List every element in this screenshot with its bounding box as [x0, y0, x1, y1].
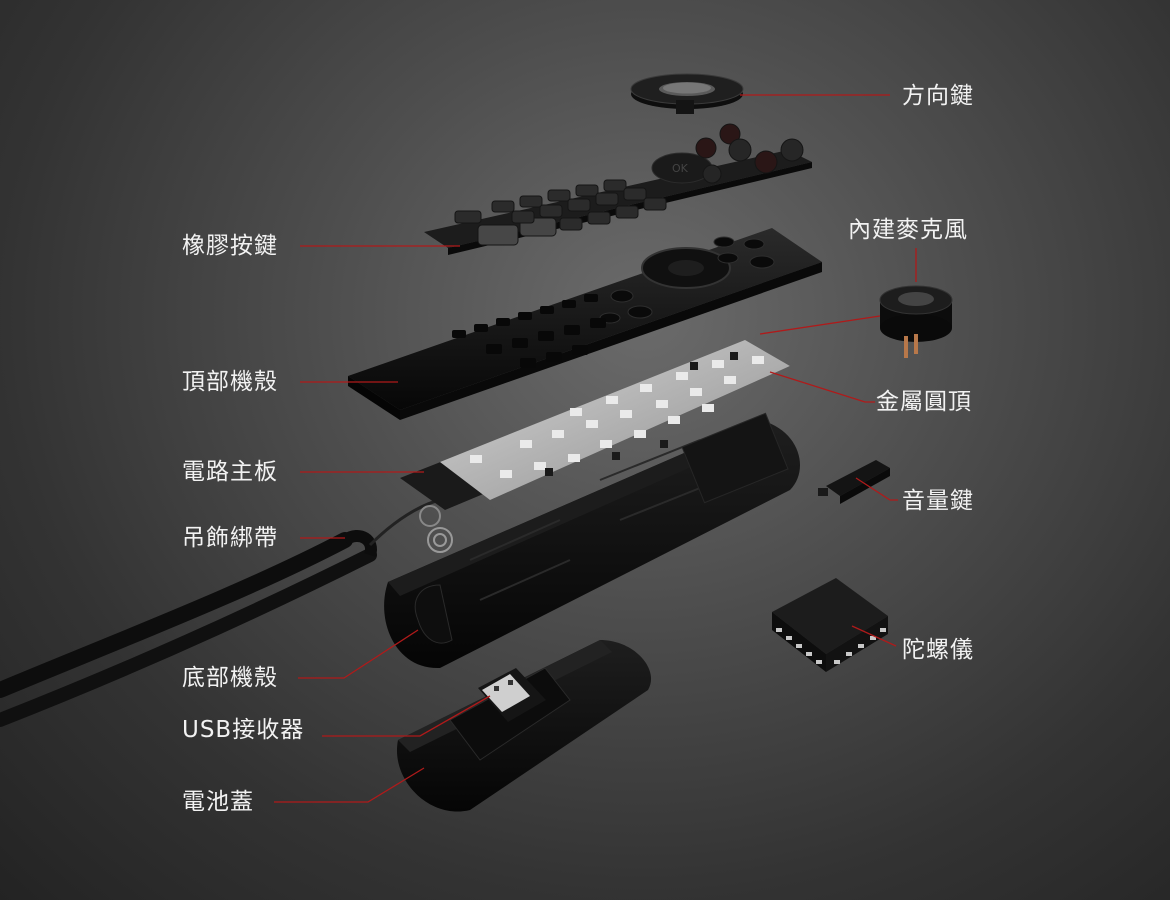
label-rubber-keys: 橡膠按鍵 — [182, 232, 278, 260]
label-dpad: 方向鍵 — [902, 82, 974, 110]
label-metal-dome: 金屬圓頂 — [876, 388, 972, 416]
top-shell-part — [348, 228, 822, 420]
label-bottom-shell: 底部機殼 — [182, 664, 278, 692]
label-lanyard: 吊飾綁帶 — [182, 524, 278, 552]
label-usb-receiver: USB接收器 — [182, 716, 304, 744]
label-gyroscope: 陀螺儀 — [902, 636, 974, 664]
label-top-shell: 頂部機殼 — [182, 368, 278, 396]
label-microphone: 內建麥克風 — [848, 216, 968, 244]
gyroscope-part — [772, 578, 888, 672]
label-volume-key: 音量鍵 — [902, 487, 974, 515]
dpad-part — [631, 74, 743, 114]
volume-key-part — [818, 460, 890, 504]
label-circuit-board: 電路主板 — [182, 458, 278, 486]
microphone-part — [880, 286, 952, 358]
ok-key-text: OK — [672, 162, 689, 175]
label-battery-cover: 電池蓋 — [182, 788, 254, 816]
